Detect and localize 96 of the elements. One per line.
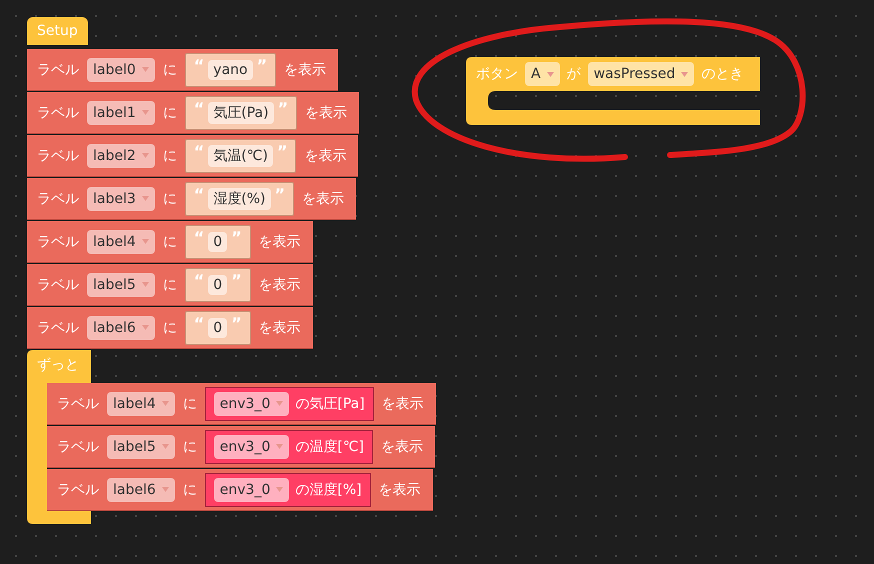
string-block (184, 310, 251, 344)
block-text: に (182, 438, 197, 456)
string-value: 気圧(Pa) (208, 102, 274, 124)
dropdown: label5 (87, 272, 155, 296)
quote-mark: ” (231, 314, 242, 333)
block-text: のとき (701, 65, 744, 83)
block-text: を表示 (381, 438, 424, 456)
block-text: ラベル (57, 394, 99, 412)
sensor-value-block (204, 472, 371, 506)
block-text: を表示 (258, 232, 301, 250)
block-text: を表示 (382, 394, 424, 412)
block-text: ラベル (37, 276, 79, 294)
sensor-value-block (204, 386, 374, 420)
quote-mark: “ (194, 271, 204, 290)
block-text: に (162, 60, 177, 78)
statement-block (47, 469, 433, 511)
block-text: を表示 (378, 480, 421, 498)
dropdown: label5 (107, 434, 175, 458)
dropdown: wasPressed (588, 62, 694, 86)
block-text: ラベル (37, 146, 79, 164)
string-block (184, 224, 251, 258)
statement-block (27, 307, 313, 349)
string-block (184, 52, 276, 86)
block-text: ずっと (37, 356, 79, 374)
block-text: の湿度[%] (295, 480, 362, 498)
quote-mark: ” (278, 99, 288, 118)
dropdown: label6 (87, 316, 155, 340)
block-text: ラベル (37, 318, 79, 336)
dropdown: label1 (87, 100, 155, 124)
block-text: に (162, 190, 177, 208)
quote-mark: “ (194, 99, 204, 118)
dropdown: label4 (107, 392, 175, 416)
quote-mark: ” (231, 228, 242, 247)
block-text: Setup (37, 23, 78, 39)
string-block (184, 182, 294, 216)
quote-mark: ” (274, 185, 286, 204)
event-block (466, 57, 760, 125)
quote-mark: “ (194, 314, 204, 333)
block-text: を表示 (258, 318, 301, 336)
quote-mark: ” (256, 56, 268, 75)
block-text: に (182, 480, 197, 498)
dropdown: label6 (107, 478, 175, 502)
quote-mark: “ (194, 56, 204, 75)
sensor-value-block (204, 430, 374, 464)
dropdown: label4 (87, 230, 155, 254)
statement-block (27, 221, 313, 263)
block-text: ボタン (476, 65, 518, 83)
dropdown: label2 (87, 144, 155, 168)
block-text: に (182, 394, 197, 412)
statement-block (47, 426, 436, 468)
block-text: に (162, 318, 177, 336)
string-value: 0 (208, 232, 228, 252)
statement-block (27, 92, 360, 134)
string-block (184, 138, 296, 172)
string-block (184, 96, 298, 130)
dropdown: env3_0 (214, 478, 290, 502)
quote-mark: ” (276, 142, 288, 161)
block-text: ラベル (57, 438, 99, 456)
string-value: 0 (208, 318, 228, 338)
dropdown: A (525, 62, 560, 86)
statement-block (27, 264, 313, 306)
string-value: 湿度(%) (208, 188, 271, 210)
dropdown: label0 (87, 58, 155, 82)
block-text: ラベル (57, 480, 99, 498)
block-text: に (162, 232, 177, 250)
block-text: ラベル (37, 104, 79, 122)
block-text: を表示 (258, 276, 301, 294)
block-text: の気圧[Pa] (295, 394, 365, 412)
block-text: が (566, 65, 581, 83)
event-block (27, 17, 88, 45)
quote-mark: “ (194, 142, 204, 161)
block-text: に (162, 104, 177, 122)
dropdown: label3 (87, 186, 155, 210)
statement-block (27, 135, 358, 177)
quote-mark: “ (194, 228, 204, 247)
block-text: ラベル (37, 232, 79, 250)
block-text: に (162, 276, 177, 294)
block-text: ラベル (37, 190, 79, 208)
string-value: 気温(℃) (208, 144, 273, 166)
dropdown: env3_0 (214, 434, 290, 458)
string-value: 0 (208, 274, 228, 294)
quote-mark: ” (231, 271, 242, 290)
statement-block (27, 178, 356, 220)
string-block (184, 268, 251, 302)
block-text: を表示 (304, 146, 346, 164)
dropdown: env3_0 (214, 392, 290, 416)
string-value: yano (208, 60, 253, 80)
quote-mark: “ (194, 185, 204, 204)
block-text: ラベル (37, 60, 79, 78)
block-text: の温度[℃] (295, 438, 364, 456)
block-text: を表示 (305, 104, 348, 122)
statement-block (27, 49, 338, 91)
block-text: を表示 (302, 190, 344, 208)
statement-block (47, 383, 436, 425)
block-text: に (162, 146, 177, 164)
block-text: を表示 (284, 60, 326, 78)
